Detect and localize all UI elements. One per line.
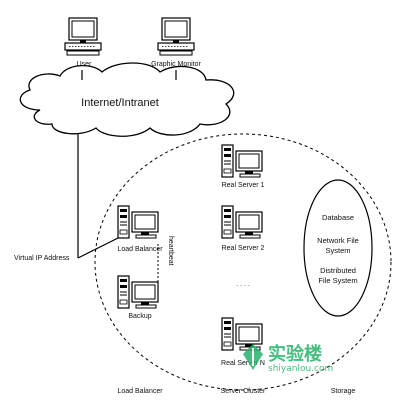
cluster-boundary bbox=[94, 133, 392, 391]
watermark-logo: 实验楼 shiyanlou.com bbox=[238, 338, 348, 386]
watermark-url: shiyanlou.com bbox=[268, 364, 334, 374]
real-server-2-label: Real Server 2 bbox=[221, 245, 265, 252]
real-server-1-label: Real Server 1 bbox=[221, 182, 265, 189]
heartbeat-label: heartbeat bbox=[167, 236, 174, 266]
cloud-label: Internet/Intranet bbox=[81, 97, 159, 109]
ellipsis-label: . . . . bbox=[236, 281, 250, 288]
storage-dfs-line1: Distributed bbox=[320, 266, 356, 275]
internet-cloud-shape bbox=[19, 62, 235, 137]
storage-nfs-line2: System bbox=[325, 246, 351, 255]
backup-label: Backup bbox=[128, 313, 152, 320]
load-balancer-server-icon bbox=[117, 205, 159, 239]
watermark-cn: 实验楼 bbox=[268, 344, 322, 365]
graphic-monitor-label: Graphic Monitor bbox=[151, 61, 201, 68]
user-label: User bbox=[76, 61, 92, 68]
storage-database: Database bbox=[321, 213, 355, 222]
bottom-label-load-balancer: Load Balancer bbox=[117, 388, 163, 395]
load-balancer-label: Load Balancer bbox=[117, 246, 163, 253]
real-server-n-label: Real Server N bbox=[221, 360, 265, 367]
storage-dfs-line2: File System bbox=[318, 276, 358, 285]
graphic-monitor-computer-icon bbox=[157, 17, 195, 56]
backup-server-icon bbox=[117, 275, 159, 309]
user-computer-icon bbox=[64, 17, 102, 56]
virtual-ip-label: Virtual IP Address bbox=[14, 255, 70, 262]
watermark-leaf-icon bbox=[243, 344, 263, 370]
bottom-label-storage: Storage bbox=[330, 388, 356, 395]
real-server-2-icon bbox=[221, 205, 263, 239]
real-server-1-icon bbox=[221, 144, 263, 178]
storage-ellipse bbox=[303, 179, 373, 317]
bottom-label-server-cluster: Server Cluster bbox=[220, 388, 266, 395]
storage-nfs-line1: Network File bbox=[317, 236, 359, 245]
virtual-ip-to-lb-line bbox=[77, 237, 119, 259]
